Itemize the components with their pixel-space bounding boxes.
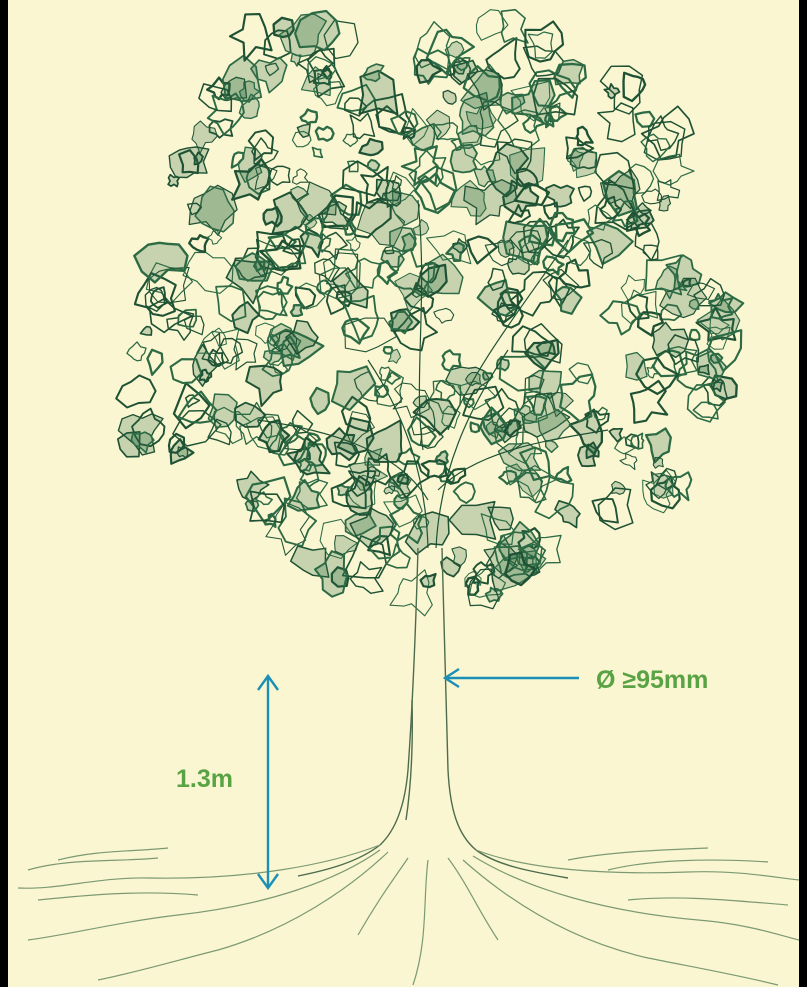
leaf-cluster: [390, 227, 416, 251]
tree-measurement-diagram: 1.3m Ø ≥95mm: [8, 0, 799, 987]
leaf-cluster: [398, 474, 409, 483]
diameter-label: Ø ≥95mm: [596, 666, 708, 694]
leaf-cluster: [699, 365, 710, 375]
height-label: 1.3m: [176, 765, 233, 793]
diameter-symbol: Ø: [596, 666, 622, 694]
diagram-panel: 1.3m Ø ≥95mm: [8, 0, 799, 987]
leaf-cluster: [711, 354, 722, 363]
leaf-cluster: [689, 300, 699, 310]
leaf-cluster: [653, 458, 663, 469]
diameter-value: ≥95mm: [622, 666, 708, 694]
leaf-cluster: [264, 207, 282, 226]
leaf-cluster: [451, 145, 477, 173]
